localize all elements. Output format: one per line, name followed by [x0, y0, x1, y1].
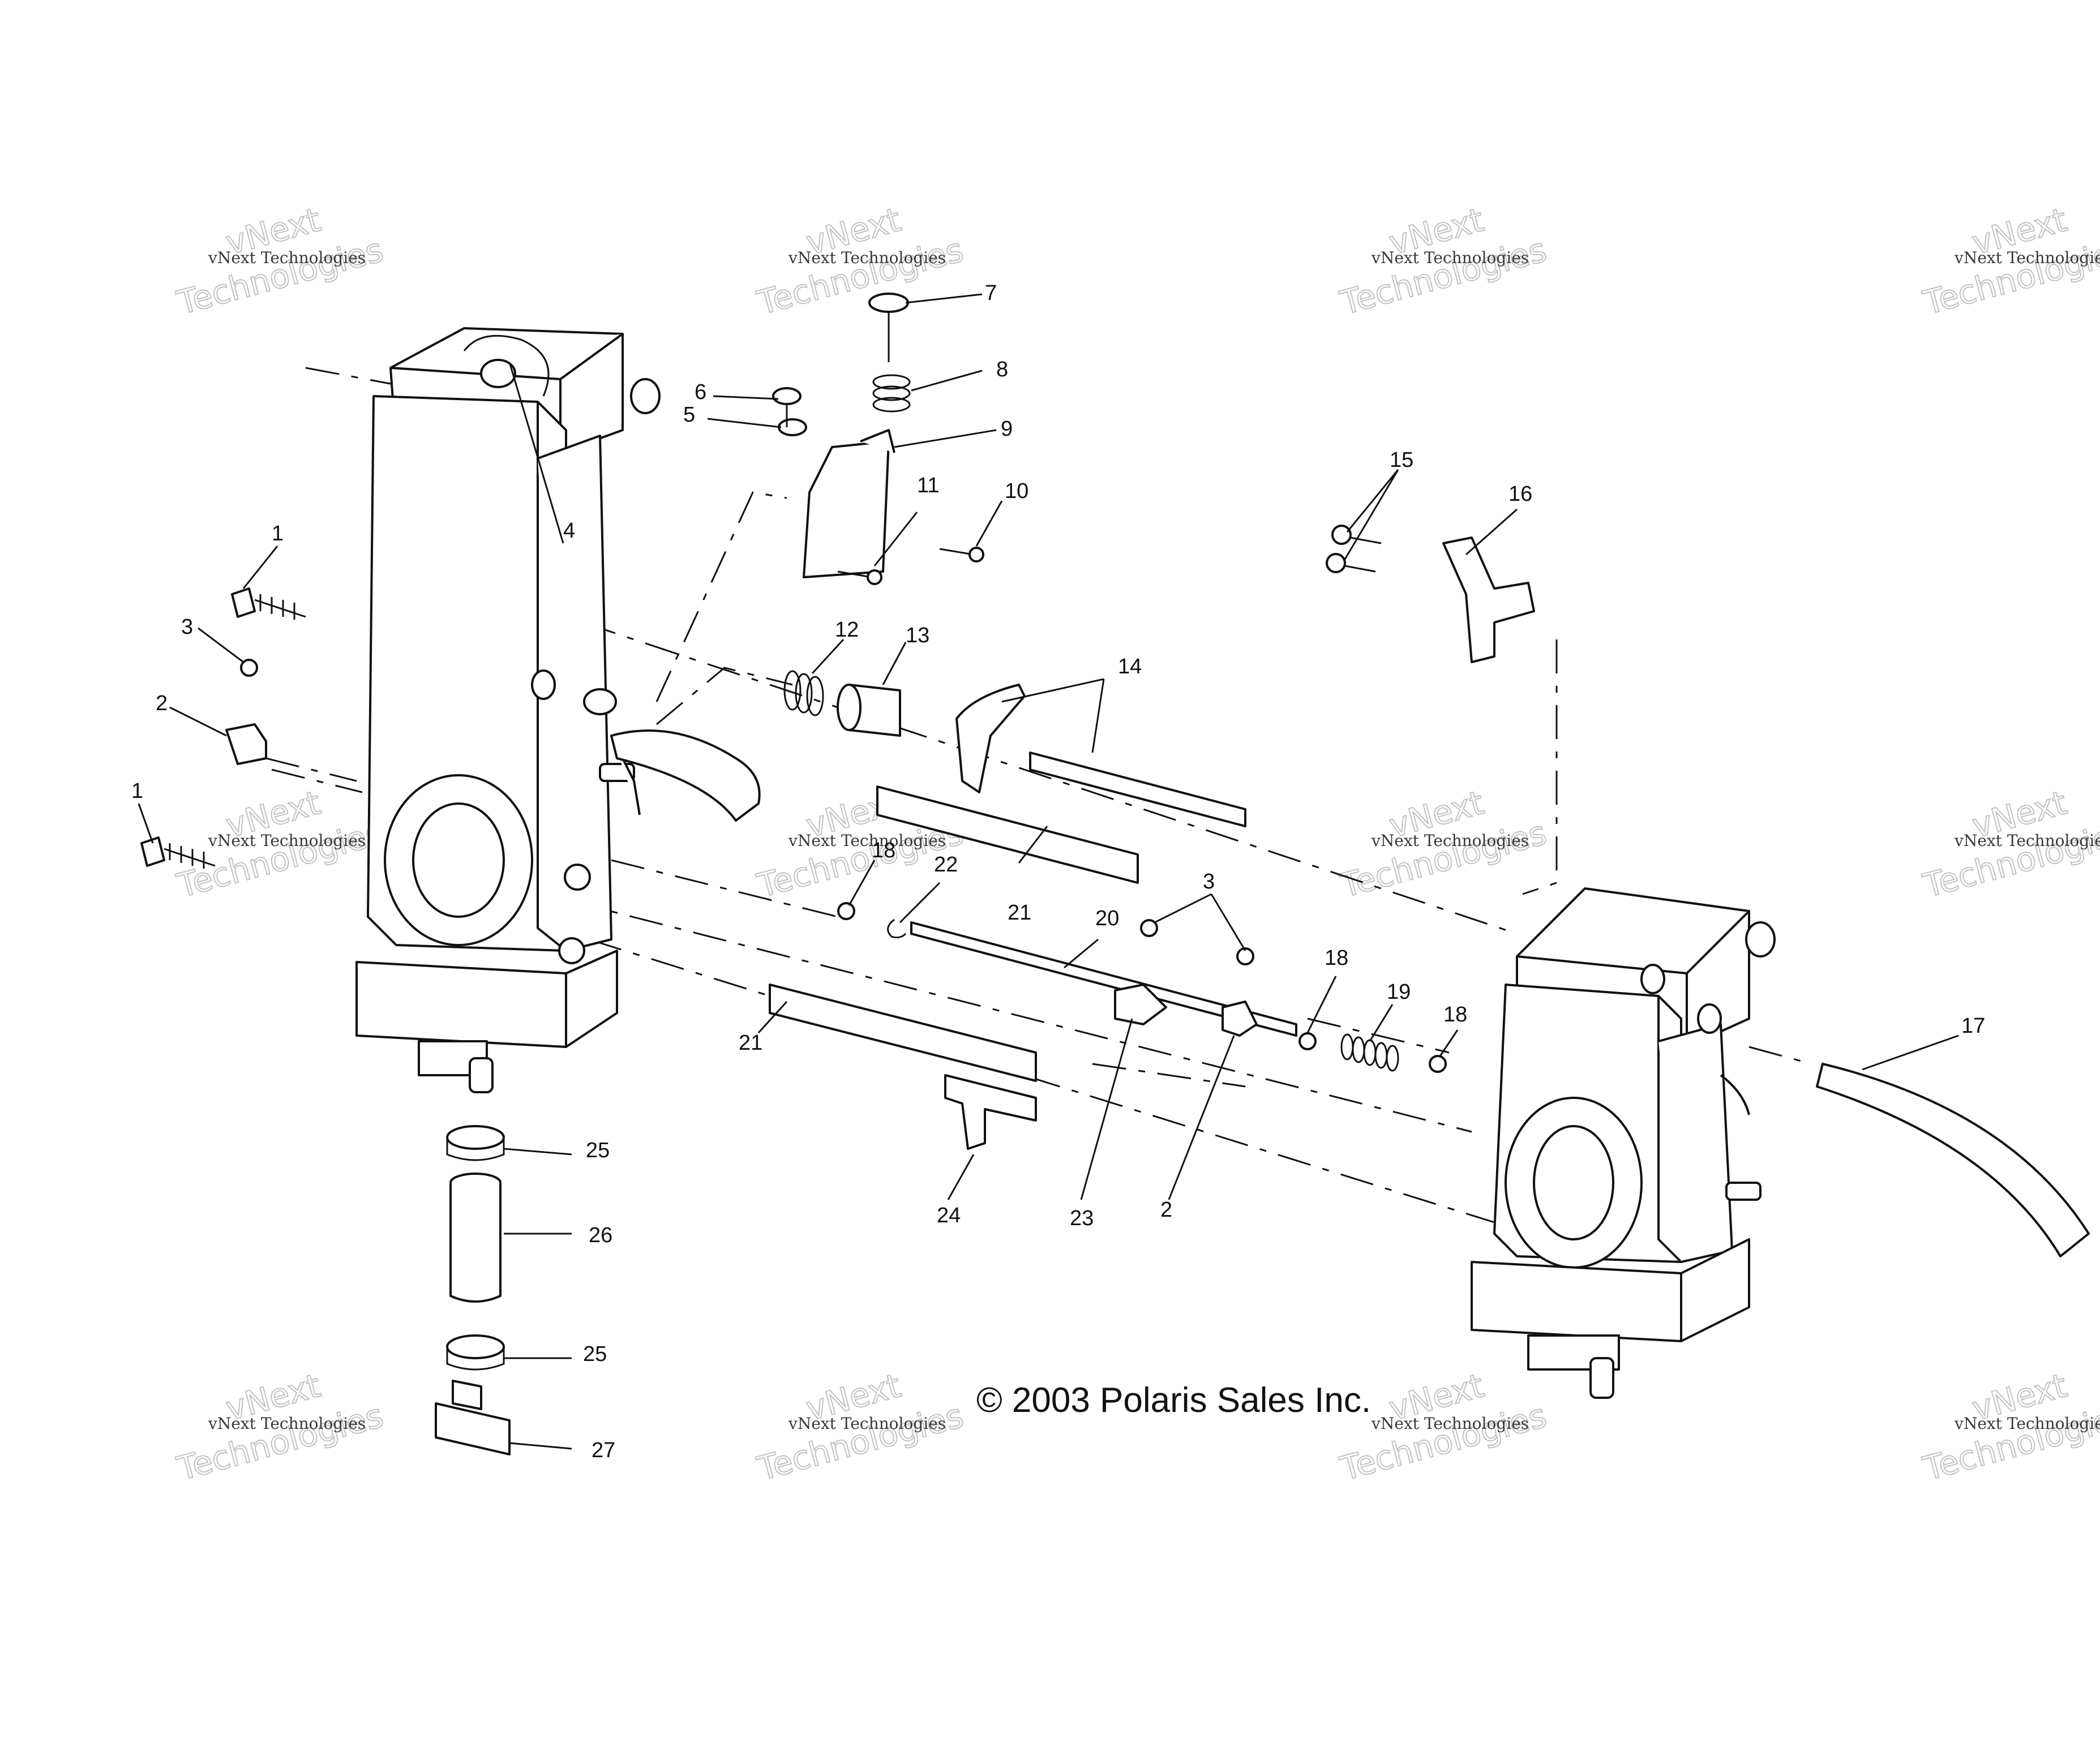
callout-8: 8	[996, 358, 1008, 381]
part-15-screws	[1326, 525, 1382, 573]
right-carburetor	[1471, 887, 1776, 1399]
callout-24: 24	[937, 1204, 961, 1227]
part-9-bracket	[803, 440, 890, 578]
part-3-screw-right-a	[1140, 919, 1158, 937]
svg-text:vNext Technologies: vNext Technologies	[1371, 1414, 1529, 1433]
part-3-screw-right-b	[1236, 947, 1254, 965]
svg-text:vNext Technologies: vNext Technologies	[1371, 248, 1529, 267]
svg-text:vNext Technologies: vNext Technologies	[1954, 1414, 2100, 1433]
callout-3-left: 3	[181, 615, 193, 639]
callout-14: 14	[1118, 655, 1142, 679]
part-11-screw	[837, 570, 872, 578]
callout-27: 27	[592, 1439, 615, 1462]
callout-20: 20	[1095, 907, 1119, 930]
callout-6: 6	[695, 380, 706, 404]
part-21-tube-lower	[769, 984, 1037, 1082]
callout-4: 4	[563, 519, 575, 543]
watermark-3: vNext Technologies vNext Technologies	[1336, 200, 1551, 323]
part-21-tube-upper	[876, 785, 1139, 884]
callout-26: 26	[589, 1223, 612, 1247]
part-2-clamp	[1222, 1001, 1258, 1037]
callout-10: 10	[1005, 479, 1028, 503]
callout-18-a: 18	[872, 839, 895, 862]
part-7-screw	[868, 293, 909, 362]
svg-text:vNext Technologies: vNext Technologies	[788, 248, 946, 267]
part-3-screw-left	[240, 659, 258, 677]
callout-1-lower: 1	[131, 779, 143, 803]
callout-12: 12	[835, 618, 859, 642]
callout-7: 7	[985, 281, 997, 305]
watermark-1: vNext Technologies vNext Technologies	[173, 200, 388, 323]
part-20-rod	[910, 921, 1297, 1037]
part-18-washer-c	[1429, 1055, 1447, 1073]
svg-text:vNext Technologies: vNext Technologies	[788, 1414, 946, 1433]
svg-text:vNext Technologies: vNext Technologies	[1371, 831, 1529, 850]
part-27-tee	[435, 1380, 511, 1455]
part-5-spring	[778, 418, 807, 436]
part-6-screw	[772, 387, 802, 427]
svg-text:vNext Technologies: vNext Technologies	[1954, 831, 2100, 850]
callout-5: 5	[683, 403, 695, 427]
watermark-4: vNext Technologies vNext Technologies	[1919, 200, 2100, 323]
callout-11: 11	[917, 474, 939, 497]
callout-21-upper: 21	[1008, 901, 1031, 925]
callouts: 1 3 2 1 4 5 6 7 8 9 10 11 12 13 14 15 16…	[131, 281, 1985, 1462]
part-2-clip-left	[225, 723, 267, 765]
callout-21-lower: 21	[739, 1031, 762, 1055]
watermark-8: vNext Technologies vNext Technologies	[1919, 783, 2100, 906]
callout-13: 13	[906, 624, 929, 647]
callout-23: 23	[1070, 1206, 1094, 1230]
callout-22: 22	[934, 853, 958, 877]
watermark-12: vNext Technologies vNext Technologies	[1919, 1366, 2100, 1489]
part-8-spring	[872, 374, 911, 413]
part-18-washer-b	[1298, 1032, 1317, 1050]
svg-text:vNext Technologies: vNext Technologies	[208, 1414, 366, 1433]
part-25-clamp-upper	[446, 1125, 505, 1161]
callout-1-upper: 1	[272, 522, 284, 546]
watermark-5: vNext Technologies vNext Technologies	[173, 783, 388, 906]
part-24-tee	[944, 1074, 1037, 1150]
part-1-bolt-lower	[140, 836, 216, 869]
part-17-hose	[1816, 1063, 2090, 1257]
callout-2-left: 2	[156, 692, 168, 715]
callout-18-c: 18	[1443, 1003, 1467, 1027]
watermark-9: vNext Technologies vNext Technologies	[173, 1366, 388, 1489]
part-12-spring	[783, 670, 824, 716]
svg-text:vNext Technologies: vNext Technologies	[1954, 248, 2100, 267]
callout-17: 17	[1961, 1014, 1985, 1038]
svg-text:vNext Technologies: vNext Technologies	[208, 831, 366, 850]
svg-text:vNext Technologies: vNext Technologies	[208, 248, 366, 267]
copyright-notice: © 2003 Polaris Sales Inc.	[976, 1381, 1371, 1420]
part-1-bolt-upper	[231, 587, 306, 620]
part-14-shaft	[1029, 752, 1246, 827]
callout-2-right: 2	[1160, 1198, 1172, 1222]
svg-text:vNext Technologies: vNext Technologies	[788, 831, 946, 850]
part-14-lever	[955, 684, 1026, 793]
leader-lines	[138, 293, 1959, 1450]
part-10-screw	[939, 548, 974, 556]
callout-19: 19	[1387, 980, 1411, 1004]
callout-25-lower: 25	[583, 1342, 607, 1366]
callout-9: 9	[1001, 417, 1013, 441]
part-16-bracket	[1442, 536, 1535, 663]
part-22-clip	[887, 918, 907, 939]
callout-16: 16	[1508, 482, 1532, 506]
left-carburetor	[355, 327, 761, 1093]
part-13-bushing	[837, 684, 901, 737]
part-26-hose	[449, 1173, 502, 1303]
watermark-10: vNext Technologies vNext Technologies	[753, 1366, 968, 1489]
part-23-clamp	[1114, 984, 1167, 1025]
part-19-spring	[1340, 1033, 1399, 1072]
callout-15: 15	[1390, 448, 1413, 472]
assembly-lines	[265, 367, 1812, 1223]
part-25-clamp-lower	[446, 1334, 505, 1371]
callout-3-right: 3	[1203, 870, 1215, 894]
callout-18-b: 18	[1325, 946, 1348, 970]
part-18-washer-a	[837, 902, 855, 920]
callout-25-upper: 25	[586, 1139, 610, 1162]
watermark-2: vNext Technologies vNext Technologies	[753, 200, 968, 323]
parts	[140, 293, 2090, 1455]
watermark-7: vNext Technologies vNext Technologies	[1336, 783, 1551, 906]
